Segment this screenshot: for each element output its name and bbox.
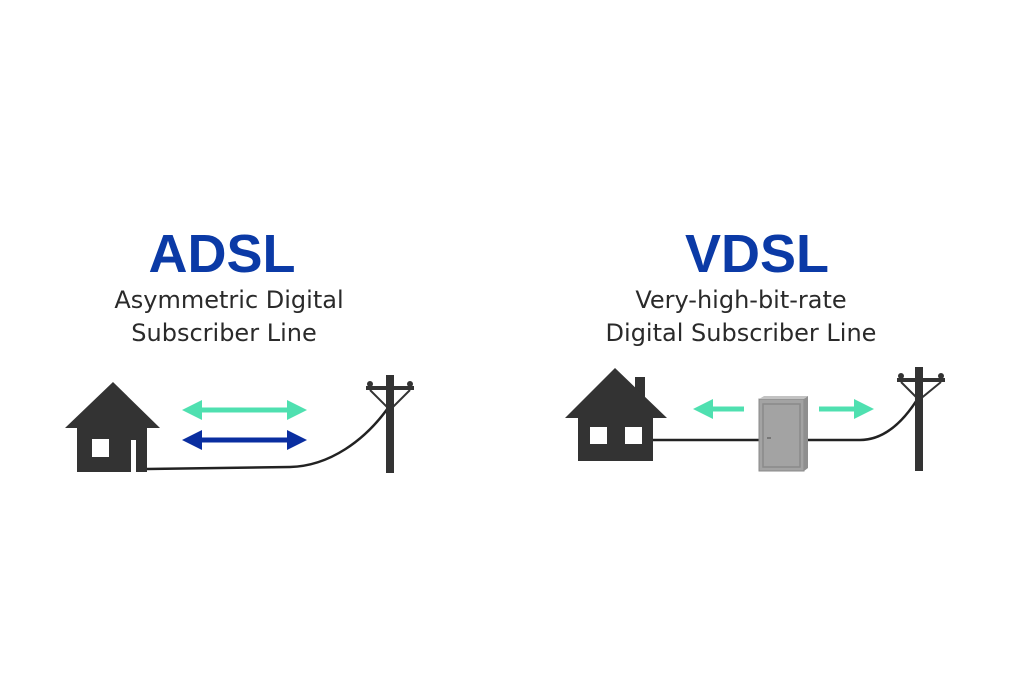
adsl-panel: ADSL Asymmetric Digital Subscriber Line	[65, 224, 414, 473]
house-icon	[65, 382, 160, 472]
adsl-title: ADSL	[149, 224, 296, 284]
utility-pole-icon	[897, 367, 945, 471]
vdsl-title: VDSL	[685, 224, 829, 284]
utility-pole-icon	[366, 375, 414, 473]
cable-line	[805, 394, 922, 442]
adsl-subtitle-line2: Subscriber Line	[131, 319, 316, 347]
vdsl-panel: VDSL Very-high-bit-rate Digital Subscrib…	[565, 224, 945, 472]
street-cabinet-icon	[758, 396, 808, 472]
vdsl-subtitle-line1: Very-high-bit-rate	[635, 286, 846, 314]
adsl-subtitle-line1: Asymmetric Digital	[114, 286, 343, 314]
cable-line	[146, 407, 390, 471]
house-icon	[565, 368, 667, 461]
vdsl-subtitle-line2: Digital Subscriber Line	[606, 319, 877, 347]
